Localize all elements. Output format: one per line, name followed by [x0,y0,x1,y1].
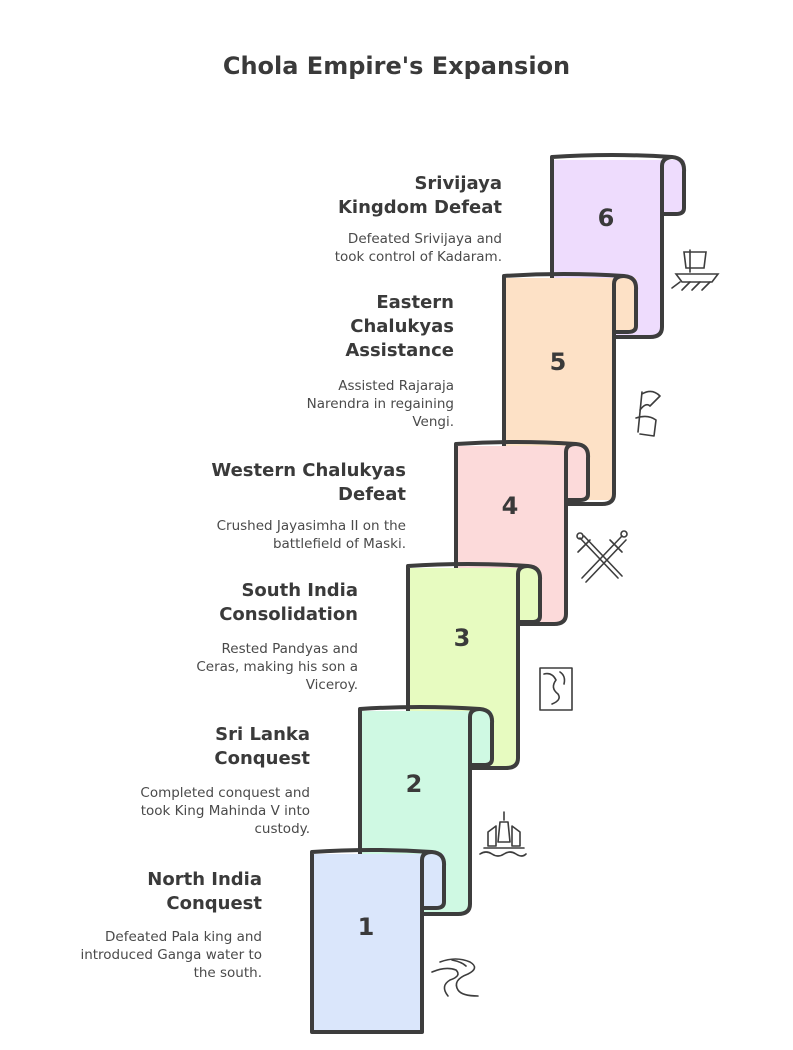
crossed-swords-icon [576,530,628,583]
step-1-title: North India Conquest [147,869,262,914]
step-3-number: 3 [454,624,471,652]
step-4-number: 4 [502,492,519,520]
step-2-description: Completed conquest and took King Mahinda… [140,785,310,837]
step-3-title: South India Consolidation [219,580,358,625]
step-5-scroll: 5 [502,272,639,506]
river-icon [431,958,479,997]
step-1-number: 1 [358,913,375,941]
step-4-title: Western Chalukyas Defeat [211,460,406,505]
step-6-number: 6 [598,204,615,232]
step-5-fill [504,278,612,500]
map-icon [539,667,573,711]
ship-icon [671,249,720,291]
page-title: Chola Empire's Expansion [222,52,571,80]
temple-icon [479,811,527,857]
step-1-scroll: 1 [310,848,447,1034]
step-1-fill [312,854,420,1032]
step-5-title: Eastern Chalukyas Assistance [345,292,454,361]
step-6-description: Defeated Srivijaya and took control of K… [334,231,502,265]
step-2-number: 2 [406,770,423,798]
step-5-number: 5 [550,348,567,376]
flag-icon [635,390,661,437]
step-6-title: Srivijaya Kingdom Defeat [337,173,502,218]
step-2-title: Sri Lanka Conquest [214,724,310,769]
step-4-description: Crushed Jayasimha II on the battlefield … [216,518,406,552]
step-3-description: Rested Pandyas and Ceras, making his son… [196,641,358,693]
step-1-description: Defeated Pala king and introduced Ganga … [80,929,262,981]
step-5-description: Assisted Rajaraja Narendra in regaining … [306,378,454,430]
